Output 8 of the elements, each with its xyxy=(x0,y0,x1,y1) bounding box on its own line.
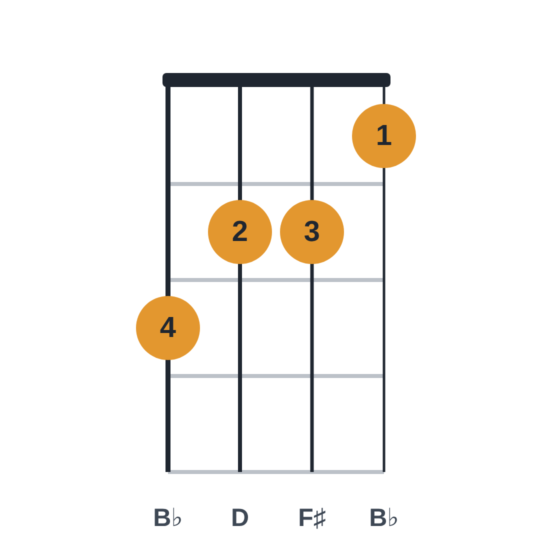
string-note-label: B♭ xyxy=(152,503,184,533)
string-note-label: D xyxy=(230,503,250,533)
finger-dot: 1 xyxy=(352,104,416,168)
finger-dot: 4 xyxy=(136,296,200,360)
string-note-label: B♭ xyxy=(368,503,400,533)
string-note-label: F♯ xyxy=(297,503,327,533)
finger-dot: 2 xyxy=(208,200,272,264)
finger-dot: 3 xyxy=(280,200,344,264)
